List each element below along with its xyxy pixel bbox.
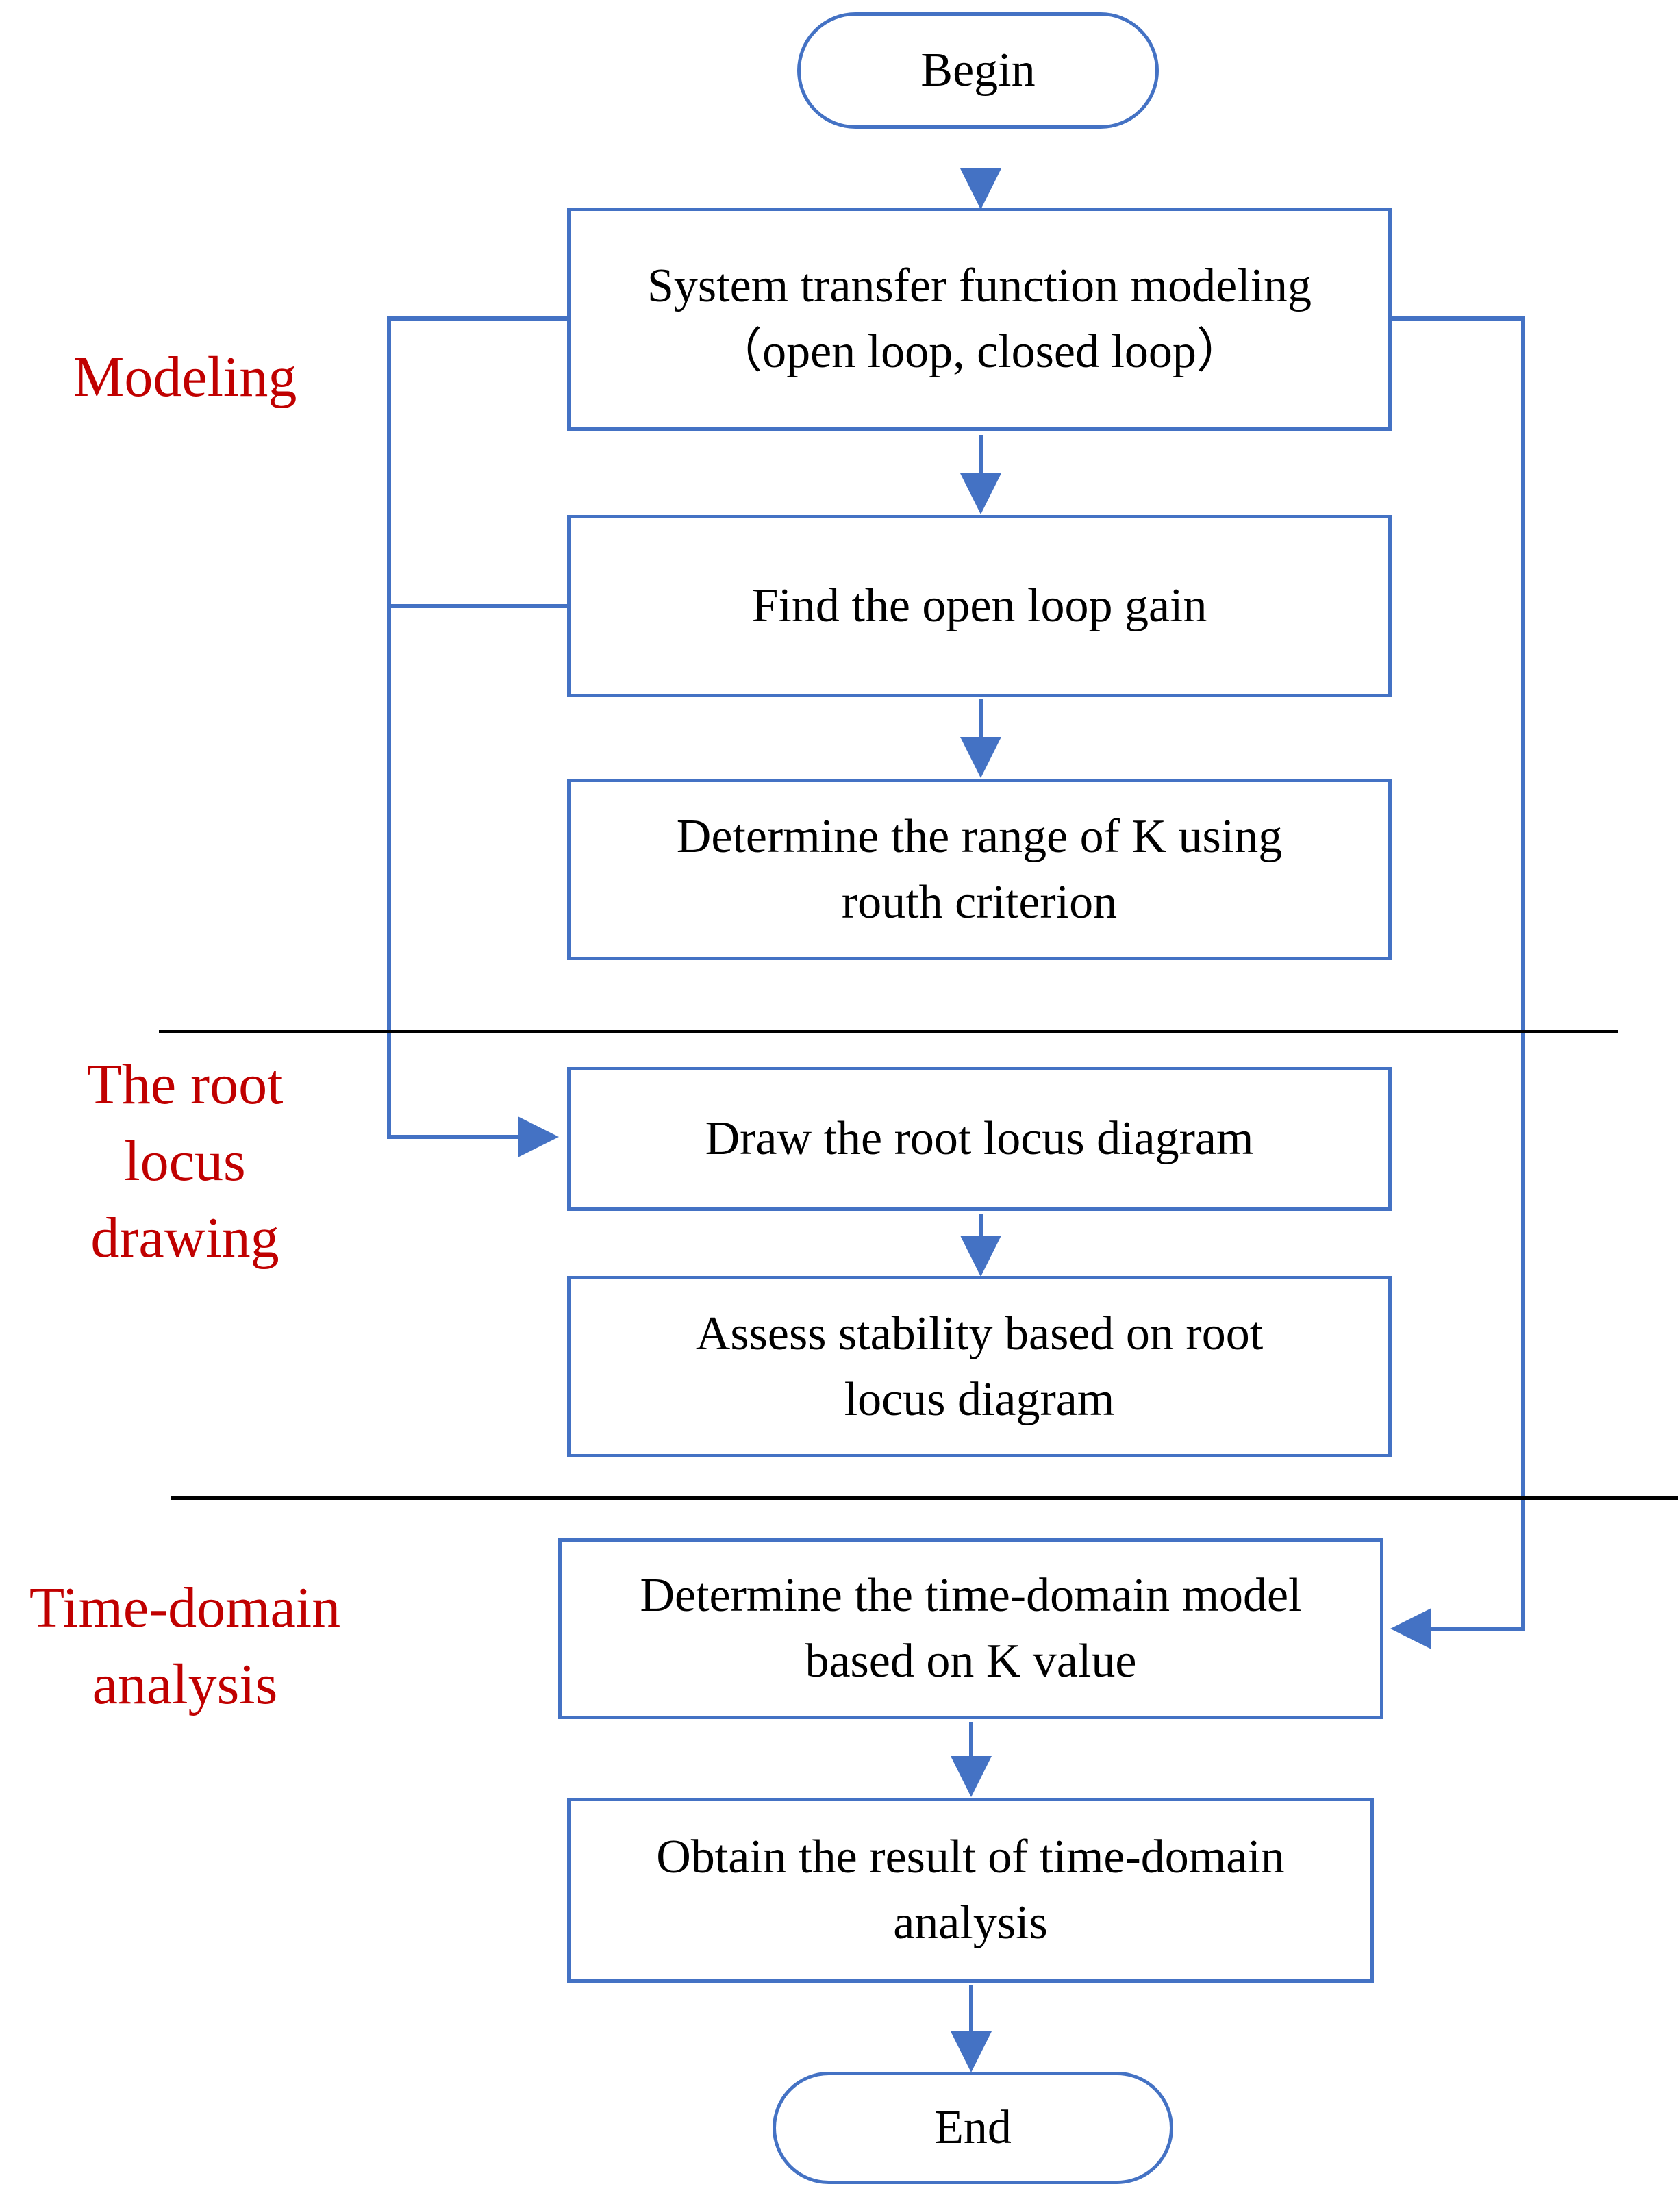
- section-label-root-locus: The root locus drawing: [86, 1053, 284, 1270]
- line-modeling-to-time-domain: [1390, 316, 1525, 1649]
- end-terminal: End: [773, 2072, 1173, 2184]
- process-assess-stability: Assess stability based on root locus dia…: [567, 1276, 1392, 1457]
- line-modeling-to-left-bus: [387, 316, 567, 1157]
- section-label-time-domain: Time-domain analysis: [29, 1576, 341, 1716]
- process-system-modeling: System transfer function modeling （open …: [567, 208, 1392, 431]
- process-time-domain-result: Obtain the result of time-domain analysi…: [567, 1798, 1374, 1983]
- section-label-modeling: Modeling: [73, 345, 297, 409]
- process-k-range: Determine the range of K using routh cri…: [567, 779, 1392, 960]
- section-divider: [159, 1030, 1618, 1033]
- process-time-domain-model: Determine the time-domain model based on…: [558, 1538, 1383, 1719]
- process-draw-root-locus: Draw the root locus diagram: [567, 1067, 1392, 1211]
- begin-terminal: Begin: [797, 12, 1159, 129]
- section-divider: [171, 1496, 1678, 1500]
- process-open-loop-gain: Find the open loop gain: [567, 515, 1392, 697]
